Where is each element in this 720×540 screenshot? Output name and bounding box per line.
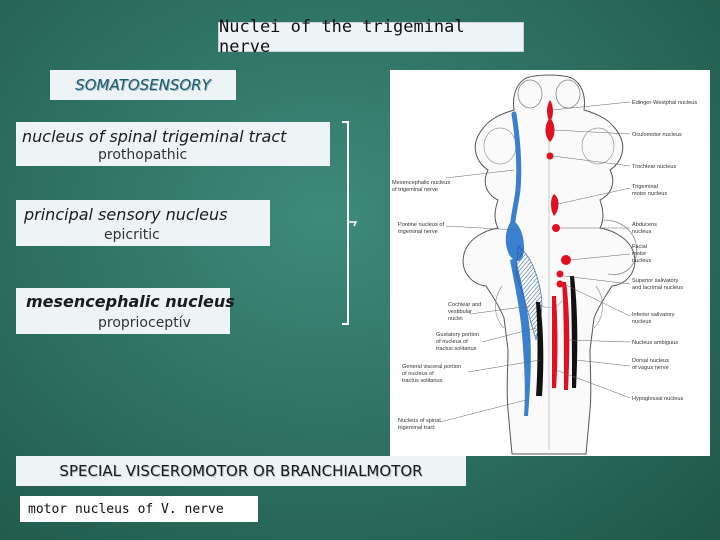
- label-gustatory-1: Gustatory portion: [436, 332, 479, 338]
- oculomotor-nucleus: [545, 118, 555, 142]
- nucleus-modality: proprioceptív: [98, 315, 191, 331]
- trigeminal-motor-nucleus: [551, 194, 559, 216]
- label-hypoglossal: Hypoglossal nucleus: [632, 396, 684, 402]
- label-trigeminal-motor-2: motor nucleus: [632, 191, 667, 197]
- special-visceromotor-heading-text: SPECIAL VISCEROMOTOR OR BRANCHIALMOTOR: [59, 462, 423, 480]
- edinger-westphal-nucleus: [547, 100, 553, 122]
- spinal-trigeminal-nucleus-column: [510, 258, 531, 416]
- label-facial-1: Facial: [632, 244, 647, 250]
- label-spinal-trigeminal-2: trigeminal tract: [398, 425, 435, 431]
- label-mesencephalic-2: of trigeminal nerve: [392, 187, 438, 193]
- label-superior-salivatory-1: Superior salivatory: [632, 278, 679, 284]
- label-mesencephalic-1: Mesencephalic nucleus: [392, 180, 450, 186]
- label-dorsal-vagal-1: Dorsal nucleus: [632, 358, 669, 364]
- label-dorsal-vagal-2: of vagus nerve: [632, 365, 669, 371]
- label-cochlear-1: Cochlear and: [448, 302, 481, 308]
- grouping-bracket: [342, 121, 358, 325]
- label-cochlear-3: nuclei: [448, 316, 463, 322]
- label-spinal-trigeminal-1: Nucleus of spinal: [398, 418, 441, 424]
- inferior-salivatory-nucleus: [556, 280, 564, 288]
- somatosensory-heading: SOMATOSENSORY: [50, 70, 236, 100]
- general-visceral-solitary-column: [570, 276, 578, 388]
- label-trochlear: Trochlear nucleus: [632, 164, 676, 170]
- label-general-visceral-1: General visceral portion: [402, 364, 461, 370]
- label-edinger-westphal: Edinger-Westphal nucleus: [632, 100, 697, 106]
- label-general-visceral-2: of nucleus of: [402, 371, 434, 377]
- facial-motor-nucleus: [561, 255, 571, 265]
- label-oculomotor: Oculomotor nucleus: [632, 132, 682, 138]
- label-gustatory-3: tractus solitarius: [436, 346, 477, 352]
- label-nucleus-ambiguus: Nucleus ambiguus: [632, 340, 678, 346]
- superior-salivatory-nucleus: [556, 270, 564, 278]
- mesencephalic-nucleus-box: mesencephalic nucleus proprioceptív: [16, 288, 235, 334]
- dorsal-vagal-nucleus: [536, 302, 544, 396]
- label-pontine-1: Pontine nucleus of: [398, 222, 444, 228]
- nucleus-ambiguus: [562, 282, 570, 390]
- mesencephalic-nucleus-column: [509, 111, 522, 235]
- label-abducens-1: Abducens: [632, 222, 657, 228]
- motor-nucleus-box: motor nucleus of V. nerve: [20, 496, 258, 522]
- hypoglossal-nucleus: [552, 296, 558, 388]
- slide-title: Nuclei of the trigeminal nerve: [218, 17, 524, 57]
- label-facial-2: motor: [632, 251, 646, 257]
- nucleus-modality: epicritic: [104, 227, 160, 243]
- somatosensory-heading-text: SOMATOSENSORY: [75, 76, 211, 94]
- label-general-visceral-3: tractus solitarius: [402, 378, 443, 384]
- nucleus-modality: prothopathic: [98, 147, 188, 163]
- label-trigeminal-motor-1: Trigeminal: [632, 184, 658, 190]
- label-inferior-salivatory-1: Inferior salivatory: [632, 312, 675, 318]
- motor-nucleus-text: motor nucleus of V. nerve: [28, 501, 224, 517]
- abducens-nucleus: [552, 224, 560, 232]
- nucleus-name: mesencephalic nucleus: [26, 292, 235, 311]
- label-abducens-2: nucleus: [632, 229, 651, 235]
- label-facial-3: nucleus: [632, 258, 651, 264]
- slide-title-text: Nuclei of the trigeminal nerve: [219, 17, 465, 57]
- label-inferior-salivatory-2: nucleus: [632, 319, 651, 325]
- label-pontine-2: trigeminal nerve: [398, 229, 438, 235]
- label-cochlear-2: vestibular: [448, 309, 472, 315]
- trochlear-nucleus: [546, 152, 554, 160]
- label-superior-salivatory-2: and lacrimal nucleus: [632, 285, 683, 291]
- nucleus-name: principal sensory nucleus: [24, 205, 228, 224]
- nucleus-name: nucleus of spinal trigeminal tract: [22, 127, 287, 146]
- brainstem-nuclei-figure: Edinger-Westphal nucleus Oculomotor nucl…: [390, 70, 710, 456]
- label-gustatory-2: of nucleus of: [436, 339, 468, 345]
- special-visceromotor-heading: SPECIAL VISCEROMOTOR OR BRANCHIALMOTOR: [16, 456, 466, 486]
- brainstem-illustration: Edinger-Westphal nucleus Oculomotor nucl…: [392, 74, 697, 455]
- spinal-trigeminal-nucleus-box: nucleus of spinal trigeminal tract proth…: [16, 122, 330, 166]
- principal-sensory-nucleus-box: principal sensory nucleus epicritic: [16, 200, 270, 246]
